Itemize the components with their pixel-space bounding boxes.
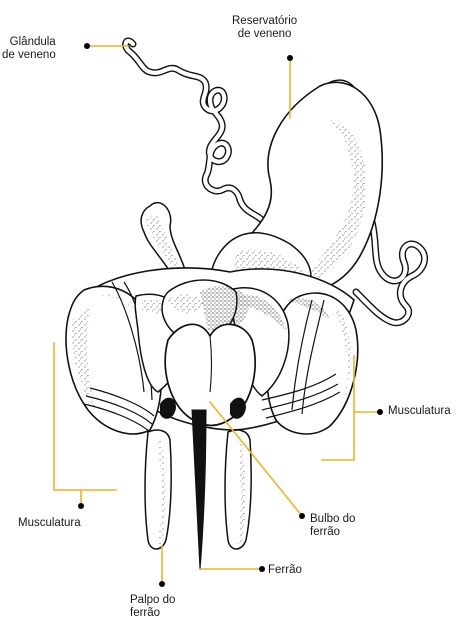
- label-venom-reservoir-line2: de veneno: [232, 28, 297, 41]
- label-venom-reservoir-line1: Reservatório: [232, 15, 297, 28]
- stinger-apparatus: [66, 268, 358, 434]
- dot-musculature-left: [78, 503, 84, 509]
- dot-stinger-bulb: [299, 513, 305, 519]
- label-venom-gland-line2: de veneno: [2, 49, 56, 62]
- label-venom-gland: Glândula de veneno: [2, 36, 56, 62]
- stinger-shaft: [192, 410, 206, 570]
- label-musculature-left: Musculatura: [18, 517, 81, 530]
- dot-musculature-right: [377, 409, 383, 415]
- label-stinger-bulb-line1: Bulbo do: [310, 513, 355, 526]
- dot-stinger-palp: [159, 581, 165, 587]
- label-venom-gland-line1: Glândula: [2, 36, 56, 49]
- label-stinger: Ferrão: [268, 564, 302, 577]
- label-stinger-palp-line2: ferrão: [130, 607, 175, 620]
- label-stinger-palp-line1: Palpo do: [130, 594, 175, 607]
- dot-venom-gland: [84, 43, 90, 49]
- dot-stinger: [259, 566, 265, 572]
- dot-venom-reservoir: [287, 55, 293, 61]
- label-stinger-bulb: Bulbo do ferrão: [310, 513, 355, 539]
- label-stinger-bulb-line2: ferrão: [310, 526, 355, 539]
- label-musculature-right: Musculatura: [388, 405, 451, 418]
- label-venom-reservoir: Reservatório de veneno: [232, 15, 297, 41]
- label-stinger-palp: Palpo do ferrão: [130, 594, 175, 620]
